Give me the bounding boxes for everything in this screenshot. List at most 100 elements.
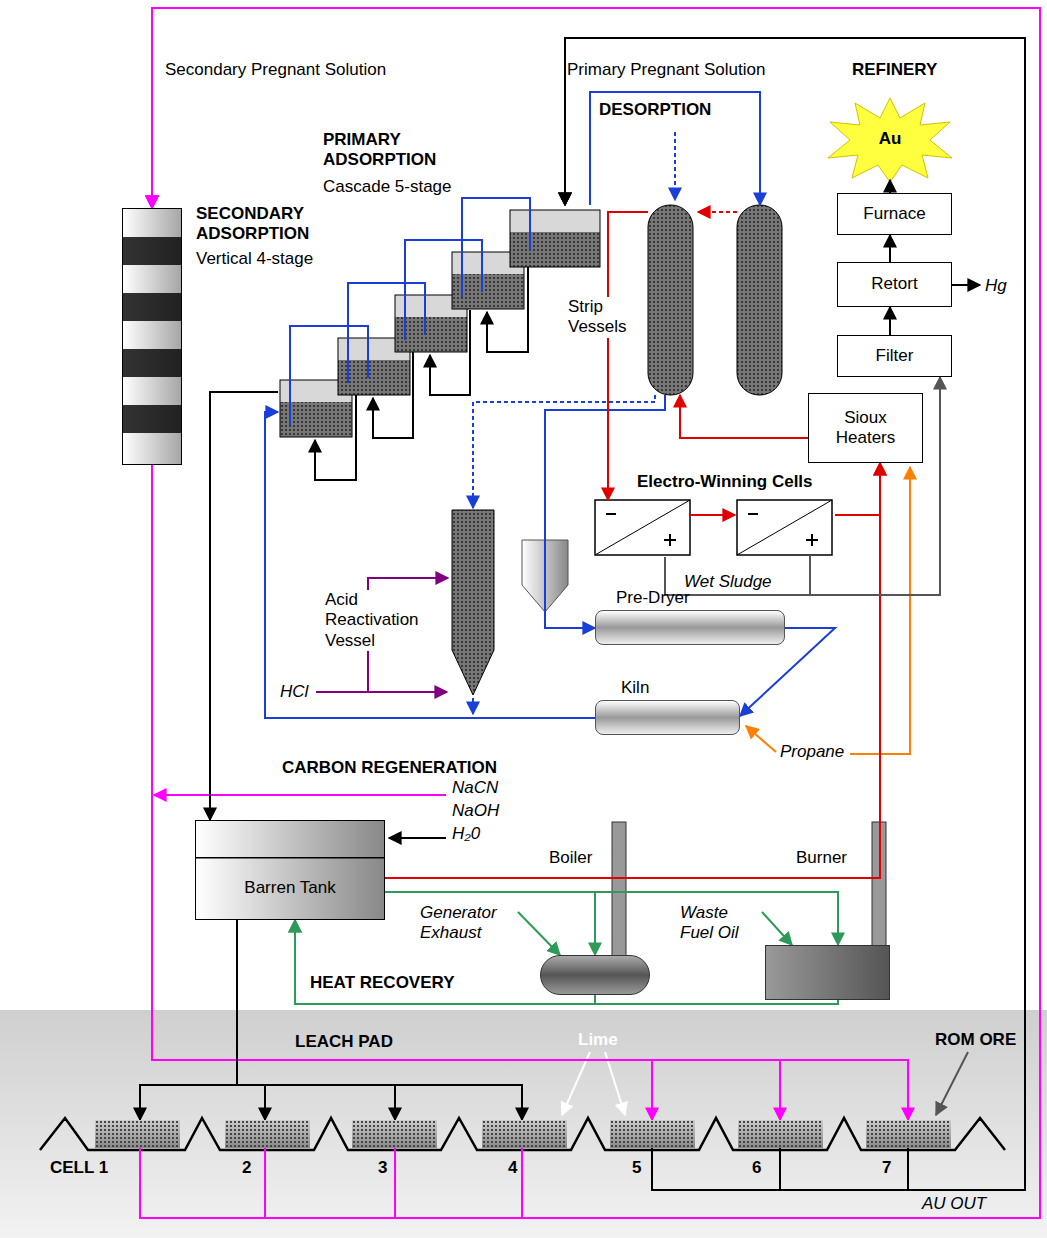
flow-line (889, 307, 891, 335)
cascade-tanks (280, 210, 600, 437)
acid-vessel-shape (452, 510, 494, 695)
ore-cell: 4 (482, 1120, 567, 1148)
node-label: LEACH PAD (295, 1032, 445, 1052)
heat-input-arrows (518, 912, 792, 955)
flow-line (152, 8, 1040, 1218)
flow-line (152, 8, 1040, 1218)
boiler-drum: Boiler (540, 955, 650, 995)
annotation-label: Hg (985, 276, 1007, 296)
reagent-feed-line (389, 837, 446, 839)
node-label: Au (879, 129, 902, 149)
barren-tank: Barren Tank (195, 820, 385, 920)
flow-line (680, 395, 808, 438)
annotation-label: NaCN (452, 778, 498, 798)
annotation-label: Wet Sludge (682, 572, 774, 592)
node-label: Retort (871, 274, 917, 294)
ore-cell: 2 (225, 1120, 310, 1148)
flow-line (140, 920, 237, 1120)
node-label: Barren Tank (244, 878, 335, 898)
annotation-label: H₂0 (452, 824, 480, 844)
flow-line (889, 235, 891, 262)
node-label: Strip Vessels (566, 297, 642, 338)
flow-line (565, 38, 1025, 1190)
burner-box: Burner (765, 945, 890, 1000)
flow-line (889, 180, 891, 193)
annotation-label: HCl (280, 682, 308, 702)
node-label: 7 (882, 1158, 912, 1178)
ore-arrow (936, 1052, 968, 1115)
node-label: 5 (632, 1158, 662, 1178)
gold-starburst (828, 98, 952, 182)
boiler-stack (612, 822, 626, 957)
annotation-label: AU OUT (922, 1194, 986, 1214)
flow-line (473, 395, 655, 508)
flow-line (237, 920, 265, 1120)
flow-line (590, 92, 760, 205)
annotation-label: REFINERY (852, 60, 937, 80)
node-label: Vertical 4-stage (196, 249, 346, 269)
node-label: 6 (752, 1158, 782, 1178)
annotation-label: Lime (578, 1030, 618, 1050)
node-label: Burner (796, 848, 876, 868)
flow-line (265, 412, 595, 718)
adsorption-column: SECONDARY ADSORPTIONVertical 4-stage (122, 208, 182, 465)
annotation-label: Propane (780, 742, 844, 762)
ore-cell: 3 (352, 1120, 437, 1148)
electrowinning-cells: Electro-Winning Cells (592, 500, 835, 557)
annotation-label: DESORPTION (597, 100, 713, 120)
annotation-label: HEAT RECOVERY (310, 973, 455, 993)
process-box: Filter (837, 335, 952, 377)
leach-pad: LEACH PAD CELL 1 2 3 4 5 6 7 (0, 1010, 1047, 1238)
leach-pad-ground (0, 1010, 1047, 1238)
lime-arrows (562, 1052, 625, 1115)
flow-line (565, 38, 1025, 1190)
mercury-outlet (952, 284, 980, 286)
process-box: Retort (837, 262, 952, 307)
annotation-label: NaOH (452, 801, 499, 821)
kiln-drum: Kiln (595, 700, 740, 735)
flow-line (385, 892, 838, 945)
node-label: Acid Reactivation Vessel (323, 590, 435, 651)
adsorption-cascade: PRIMARY ADSORPTIONCascade 5-stage (278, 205, 603, 495)
ore-cell: CELL 1 (95, 1120, 180, 1148)
flow-line (237, 920, 522, 1120)
node-label: 2 (242, 1158, 272, 1178)
acid-vessel: Acid Reactivation Vessel (450, 508, 496, 696)
node-label: CELL 1 (50, 1158, 110, 1178)
node-label: Filter (876, 346, 914, 366)
flow-line (152, 465, 780, 1120)
acid-feed-lines (316, 578, 448, 692)
node-label: Boiler (549, 848, 629, 868)
gold-product: Au (830, 98, 950, 180)
flow-line (152, 8, 1040, 1218)
annotation-label: Primary Pregnant Solution (567, 60, 765, 80)
node-label: Furnace (863, 204, 925, 224)
node-label: 4 (508, 1158, 538, 1178)
flow-line (385, 463, 880, 878)
ore-cell: 5 (610, 1120, 695, 1148)
node-label: SECONDARY ADSORPTION (196, 204, 326, 245)
flow-line (210, 392, 278, 820)
node-label: Cascade 5-stage (323, 177, 493, 197)
flow-line (237, 920, 395, 1120)
annotation-label: Waste Fuel Oil (680, 903, 760, 944)
electrowinning-cell-shapes (595, 500, 832, 595)
annotation-label: Secondary Pregnant Solution (165, 60, 386, 80)
node-label: Sioux Heaters (826, 408, 906, 449)
strip-vessels: Strip Vessels (648, 205, 783, 395)
pad-berms (40, 1118, 1005, 1150)
flow-line (608, 212, 648, 500)
ore-cell: 7 (866, 1120, 951, 1148)
strip-vessel-shapes (648, 205, 782, 395)
node-label: 3 (378, 1158, 408, 1178)
flow-line (835, 463, 880, 515)
cyanide-feed-line (154, 794, 446, 796)
dryer-drum: Pre-Dryer (595, 610, 785, 645)
ore-cell: 6 (738, 1120, 823, 1148)
annotation-label: CARBON REGENERATION (282, 758, 497, 778)
process-box: Sioux Heaters (808, 393, 923, 463)
process-box: Furnace (837, 193, 952, 235)
flow-line (295, 920, 838, 1004)
node-label: Kiln (621, 678, 701, 698)
